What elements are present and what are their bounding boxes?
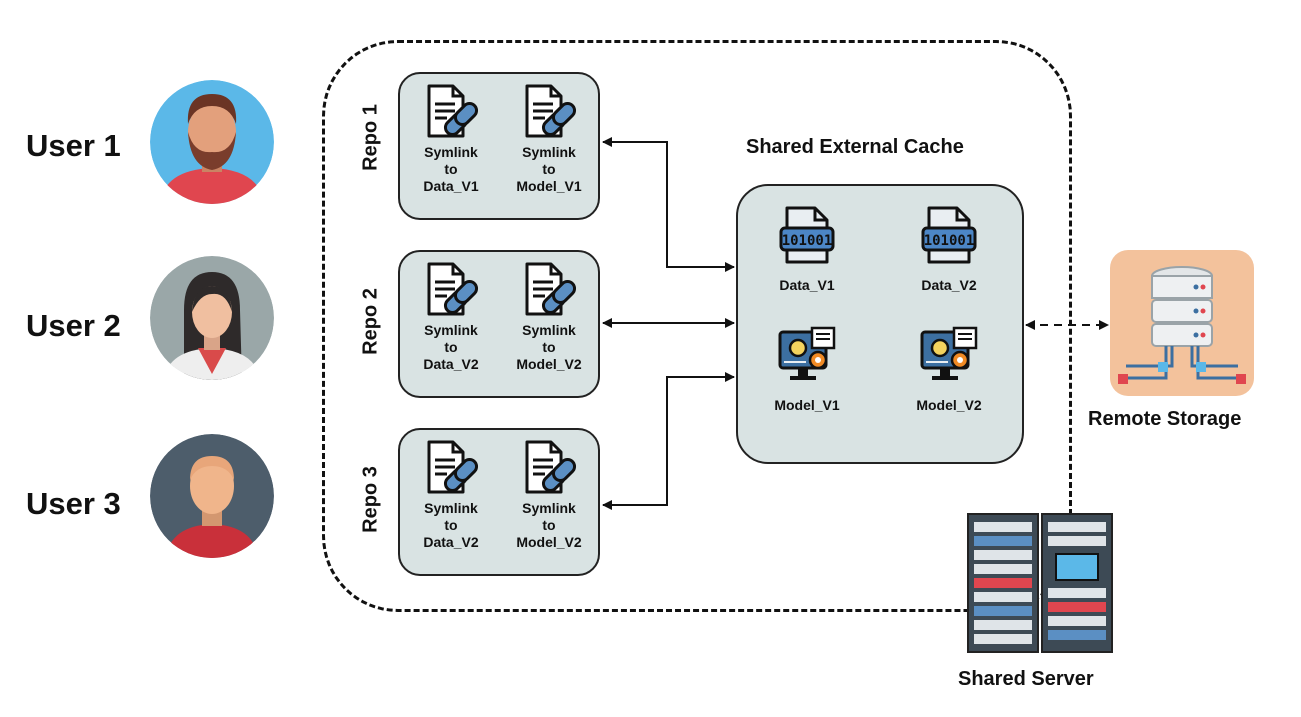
repo-1-cache-arrow	[602, 137, 735, 272]
remote-storage-tile	[1110, 250, 1254, 396]
cache-item-data-v1: 101001 Data_V1	[752, 204, 862, 293]
symlink-file-icon	[525, 440, 577, 494]
server-rack-icon	[966, 512, 1114, 656]
repo-1-item-2-line1: Symlink	[522, 144, 576, 160]
remote-storage-label: Remote Storage	[1088, 408, 1242, 430]
repo-3-item-2-line2: to	[542, 517, 556, 533]
repo-2-item-2-line3: Model_V2	[516, 356, 582, 372]
cache-item-model-v1: Model_V1	[752, 326, 862, 413]
binary-file-icon: 101001	[779, 206, 835, 264]
repo-2-item-2-line1: Symlink	[522, 322, 576, 338]
user-1-avatar-icon	[150, 80, 274, 204]
repo-3-symlink-data: Symlink to Data_V2	[406, 440, 496, 551]
cache-title: Shared External Cache	[746, 136, 964, 158]
repo-1-item-1-line2: to	[444, 161, 458, 177]
cache-item-data-v1-label: Data_V1	[779, 277, 835, 293]
repo-3-item-1-line3: Data_V2	[423, 534, 479, 550]
repo-2-symlink-data: Symlink to Data_V2	[406, 262, 496, 373]
svg-text:101001: 101001	[924, 233, 975, 249]
user-2-avatar-icon	[150, 256, 274, 380]
model-monitor-icon	[920, 326, 978, 380]
repo-3-item-1-line2: to	[444, 517, 458, 533]
binary-file-icon: 101001	[921, 206, 977, 264]
repo-2-box: Symlink to Data_V2 Symlink to Model_V2	[398, 250, 600, 398]
shared-server-label: Shared Server	[958, 668, 1094, 690]
user-3-avatar-icon	[150, 434, 274, 558]
repo-3-item-2-line3: Model_V2	[516, 534, 582, 550]
repo-3-symlink-model: Symlink to Model_V2	[504, 440, 594, 551]
repo-1-symlink-data: Symlink to Data_V1	[406, 84, 496, 195]
cache-item-data-v2: 101001 Data_V2	[894, 204, 1004, 293]
repo-1-box: Symlink to Data_V1 Symlink to Model_V1	[398, 72, 600, 220]
cache-item-model-v1-label: Model_V1	[774, 397, 840, 413]
repo-2-symlink-model: Symlink to Model_V2	[504, 262, 594, 373]
user-3-label: User 3	[26, 486, 121, 521]
repo-3-cache-arrow	[602, 372, 735, 510]
repo-1-item-2-line2: to	[542, 161, 556, 177]
symlink-file-icon	[427, 440, 479, 494]
user-1-label: User 1	[26, 128, 121, 163]
symlink-file-icon	[525, 262, 577, 316]
model-monitor-icon	[778, 326, 836, 380]
repo-1-item-1-line3: Data_V1	[423, 178, 479, 194]
cache-item-model-v2: Model_V2	[894, 326, 1004, 413]
database-server-icon	[1118, 266, 1246, 384]
user-2-label: User 2	[26, 308, 121, 343]
cache-item-model-v2-label: Model_V2	[916, 397, 982, 413]
repo-3-box: Symlink to Data_V2 Symlink to Model_V2	[398, 428, 600, 576]
repo-2-item-1-line1: Symlink	[424, 322, 478, 338]
cache-item-data-v2-label: Data_V2	[921, 277, 977, 293]
repo-3-item-2-line1: Symlink	[522, 500, 576, 516]
repo-1-symlink-model: Symlink to Model_V1	[504, 84, 594, 195]
repo-1-item-1-line1: Symlink	[424, 144, 478, 160]
repo-2-item-2-line2: to	[542, 339, 556, 355]
symlink-file-icon	[427, 84, 479, 138]
symlink-file-icon	[525, 84, 577, 138]
symlink-file-icon	[427, 262, 479, 316]
repo-2-item-1-line3: Data_V2	[423, 356, 479, 372]
shared-cache-box: 101001 Data_V1 101001 Data_V2 Model_V1	[736, 184, 1024, 464]
repo-2-item-1-line2: to	[444, 339, 458, 355]
repo-3-item-1-line1: Symlink	[424, 500, 478, 516]
repo-1-item-2-line3: Model_V1	[516, 178, 582, 194]
svg-text:101001: 101001	[782, 233, 833, 249]
